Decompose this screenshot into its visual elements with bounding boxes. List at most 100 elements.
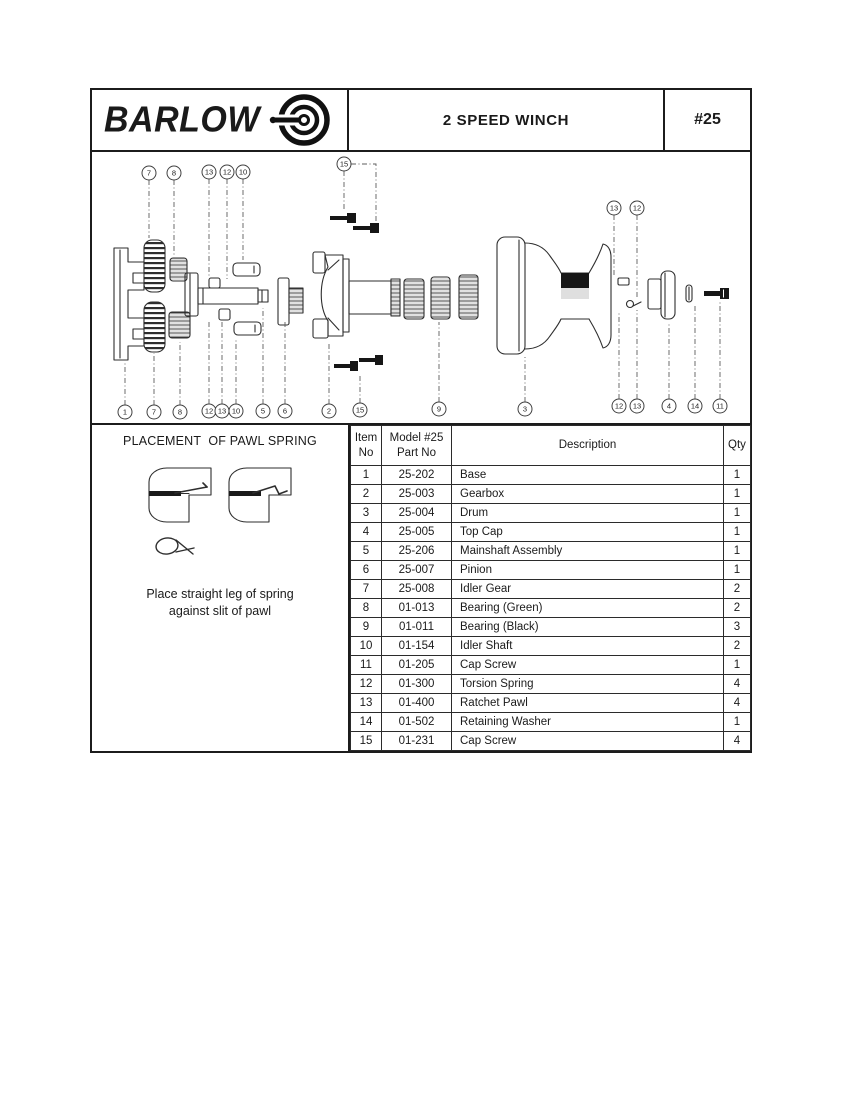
item-cell: 11 [350, 655, 382, 675]
item-cell: 14 [350, 712, 382, 732]
callout-4: 4 [661, 398, 677, 414]
qty-cell: 1 [723, 560, 751, 580]
callout-3: 3 [517, 401, 533, 417]
qty-cell: 2 [723, 636, 751, 656]
parts-table: Item No Model #25 Part No Description Qt… [350, 425, 751, 751]
parts-table-wrap: Item No Model #25 Part No Description Qt… [350, 425, 751, 751]
qty-cell: 1 [723, 484, 751, 504]
callout-12: 12 [219, 164, 235, 180]
description-cell: Bearing (Black) [451, 617, 724, 637]
callout-2: 2 [321, 403, 337, 419]
svg-text:5: 5 [261, 407, 265, 416]
item-cell: 7 [350, 579, 382, 599]
part-cell: 25-007 [381, 560, 452, 580]
callout-10: 10 [228, 403, 244, 419]
qty-cell: 1 [723, 503, 751, 523]
part-cell: 01-300 [381, 674, 452, 694]
part-cell: 25-005 [381, 522, 452, 542]
svg-text:12: 12 [633, 204, 641, 213]
callout-10: 10 [235, 164, 251, 180]
svg-text:12: 12 [205, 407, 213, 416]
description-cell: Pinion [451, 560, 724, 580]
pawl-panel-title: PLACEMENT OF PAWL SPRING [123, 434, 317, 448]
part-base [113, 247, 145, 361]
logo-cell: BARLOW [92, 90, 349, 150]
part-pinion [277, 277, 304, 326]
svg-text:8: 8 [172, 169, 176, 178]
item-cell: 3 [350, 503, 382, 523]
page-frame: BARLOW 2 SPEED WINCH #25 [90, 88, 752, 753]
part-idler-shafts [232, 262, 262, 336]
item-cell: 5 [350, 541, 382, 561]
pawl-spring-illustration [148, 467, 292, 555]
description-cell: Cap Screw [451, 731, 724, 751]
callout-7: 7 [146, 404, 162, 420]
svg-text:10: 10 [239, 168, 247, 177]
part-bearings-black [403, 274, 479, 320]
description-cell: Base [451, 465, 724, 485]
part-cap-screws-bottom [334, 355, 383, 371]
part-cell: 25-008 [381, 579, 452, 599]
svg-text:12: 12 [223, 168, 231, 177]
part-cell: 01-231 [381, 731, 452, 751]
qty-cell: 3 [723, 617, 751, 637]
qty-cell: 1 [723, 541, 751, 561]
item-cell: 9 [350, 617, 382, 637]
svg-text:1: 1 [123, 408, 127, 417]
description-cell: Top Cap [451, 522, 724, 542]
item-cell: 12 [350, 674, 382, 694]
part-cell: 01-205 [381, 655, 452, 675]
qty-cell: 4 [723, 674, 751, 694]
callout-12: 12 [611, 398, 627, 414]
qty-cell: 1 [723, 712, 751, 732]
callout-12: 12 [201, 403, 217, 419]
col-header-item: Item No [350, 425, 382, 466]
col-header-part: Model #25 Part No [381, 425, 452, 466]
part-cell: 01-154 [381, 636, 452, 656]
item-cell: 2 [350, 484, 382, 504]
qty-cell: 4 [723, 693, 751, 713]
description-cell: Bearing (Green) [451, 598, 724, 618]
description-cell: Retaining Washer [451, 712, 724, 732]
callout-9: 9 [431, 401, 447, 417]
svg-text:13: 13 [205, 168, 213, 177]
part-cap-screw-right [704, 288, 729, 299]
callout-15: 15 [352, 402, 368, 418]
callout-13: 13 [201, 164, 217, 180]
callout-13: 13 [606, 200, 622, 216]
part-gearbox [312, 251, 401, 339]
description-cell: Idler Gear [451, 579, 724, 599]
pawl-panel-note: Place straight leg of spring against sli… [146, 587, 294, 618]
bullseye-arrow-icon [265, 94, 330, 146]
svg-text:8: 8 [178, 408, 182, 417]
part-cell: 01-011 [381, 617, 452, 637]
svg-text:2: 2 [327, 407, 331, 416]
svg-text:12: 12 [615, 402, 623, 411]
callout-8: 8 [166, 165, 182, 181]
part-cell: 25-004 [381, 503, 452, 523]
header: BARLOW 2 SPEED WINCH #25 [92, 90, 750, 152]
svg-text:4: 4 [667, 402, 671, 411]
svg-text:9: 9 [437, 405, 441, 414]
bottom-section: PLACEMENT OF PAWL SPRING [92, 425, 751, 751]
part-drum [496, 236, 612, 355]
svg-text:13: 13 [633, 402, 641, 411]
col-header-qty: Qty [723, 425, 751, 466]
part-cell: 25-003 [381, 484, 452, 504]
part-retaining-washer [685, 284, 693, 303]
qty-cell: 1 [723, 465, 751, 485]
item-cell: 13 [350, 693, 382, 713]
callout-1: 1 [117, 404, 133, 420]
item-cell: 6 [350, 560, 382, 580]
svg-text:13: 13 [218, 407, 226, 416]
